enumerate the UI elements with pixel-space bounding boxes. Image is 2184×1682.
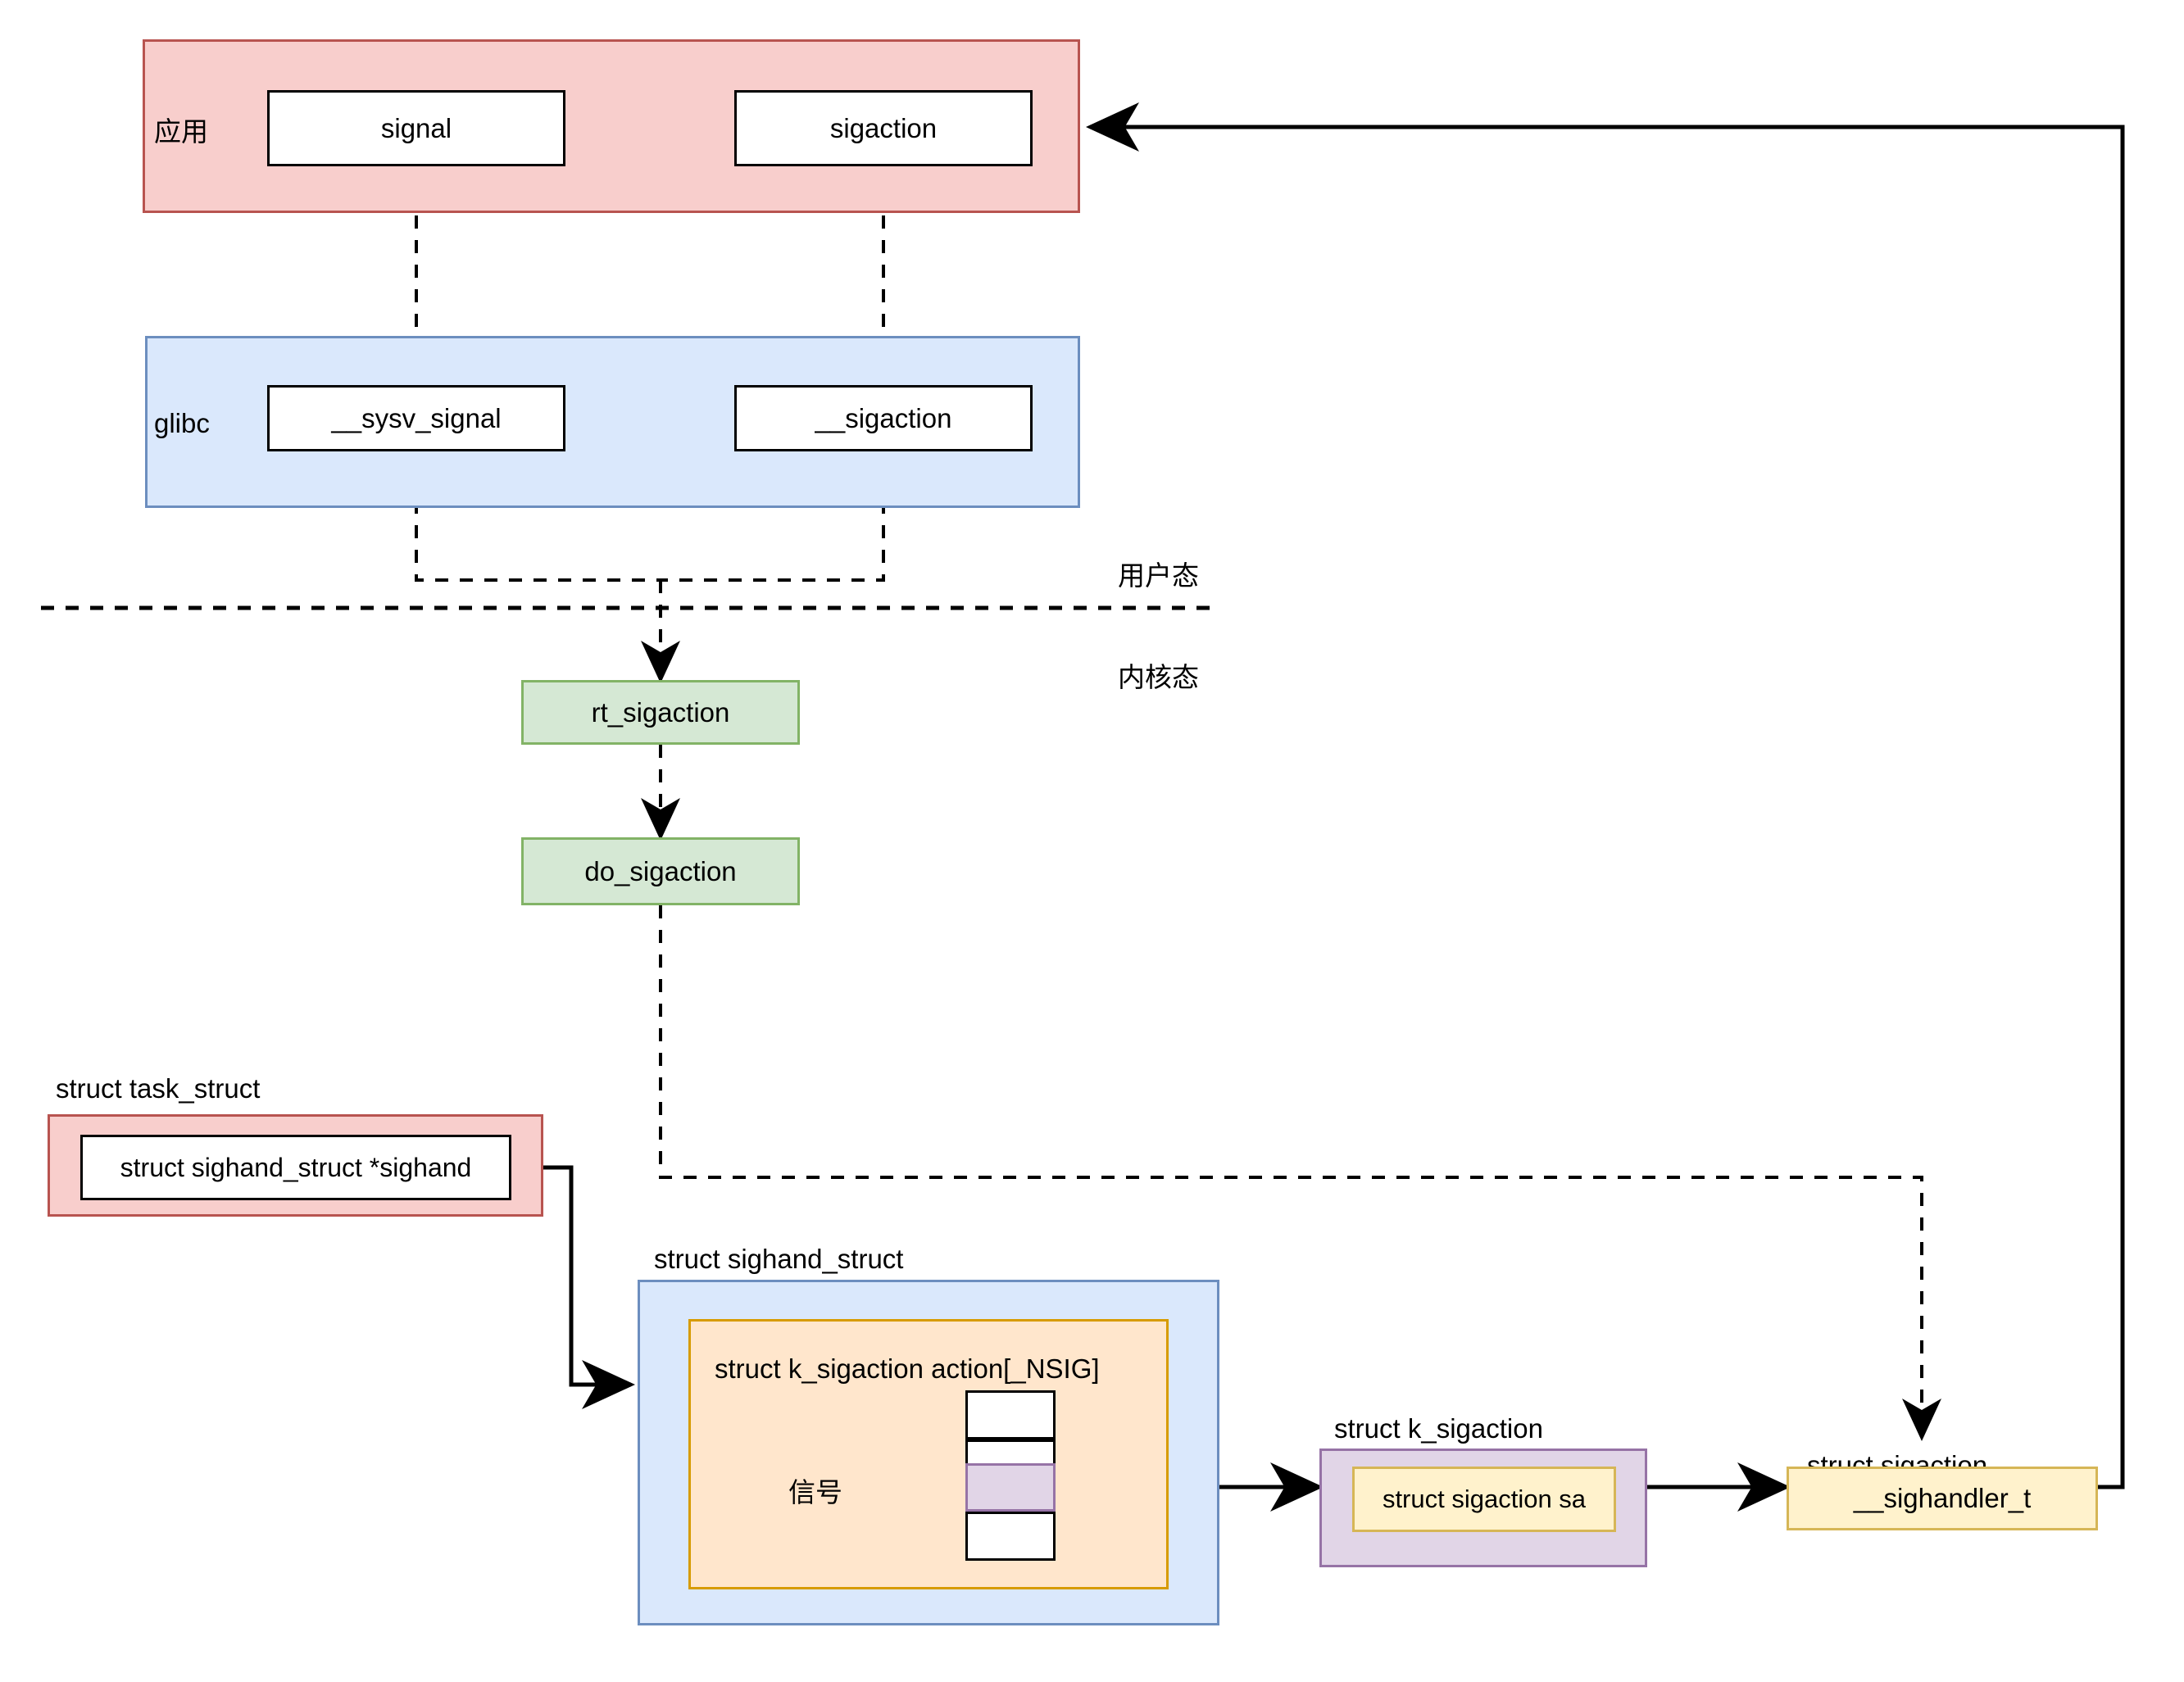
- kernel-box-do-sigaction[interactable]: do_sigaction: [521, 837, 800, 905]
- action-array-cell-3[interactable]: [965, 1512, 1056, 1561]
- sighand-struct-title: struct sighand_struct: [654, 1244, 904, 1274]
- task-struct-field-sighand-label: struct sighand_struct *sighand: [120, 1152, 472, 1182]
- action-array-cell-0[interactable]: [965, 1390, 1056, 1439]
- glibc-box-sysv-signal[interactable]: __sysv_signal: [267, 385, 565, 451]
- kernel-box-do-sigaction-label: do_sigaction: [584, 855, 737, 886]
- app-box-sigaction[interactable]: sigaction: [734, 90, 1033, 166]
- action-array-panel: [688, 1319, 1169, 1589]
- action-array-cell-2-selected[interactable]: [965, 1463, 1056, 1512]
- glibc-box-sigaction[interactable]: __sigaction: [734, 385, 1033, 451]
- application-layer-label: 应用: [154, 116, 208, 147]
- k-sigaction-field-sa[interactable]: struct sigaction sa: [1352, 1467, 1616, 1532]
- app-box-signal-label: signal: [380, 112, 452, 143]
- task-struct-title: struct task_struct: [56, 1073, 261, 1104]
- task-struct-field-sighand[interactable]: struct sighand_struct *sighand: [80, 1135, 511, 1200]
- glibc-box-sysv-signal-label: __sysv_signal: [331, 402, 502, 433]
- user-mode-label: 用户态: [1118, 560, 1199, 592]
- kernel-box-rt-sigaction-label: rt_sigaction: [591, 696, 730, 728]
- glibc-box-sigaction-label: __sigaction: [815, 402, 952, 433]
- k-sigaction-title: struct k_sigaction: [1334, 1413, 1543, 1444]
- sigaction-field-sighandler-label: __sighandler_t: [1853, 1483, 2032, 1513]
- kernel-mode-label: 内核态: [1118, 661, 1199, 693]
- signal-inbound-label: 信号: [788, 1476, 842, 1508]
- app-box-signal[interactable]: signal: [267, 90, 565, 166]
- k-sigaction-field-sa-label: struct sigaction sa: [1382, 1485, 1587, 1513]
- app-box-sigaction-label: sigaction: [829, 112, 938, 143]
- glibc-layer-label: glibc: [154, 408, 210, 438]
- sigaction-field-sighandler[interactable]: __sighandler_t: [1787, 1467, 2098, 1530]
- kernel-box-rt-sigaction[interactable]: rt_sigaction: [521, 680, 800, 745]
- action-array-title: struct k_sigaction action[_NSIG]: [715, 1353, 1100, 1384]
